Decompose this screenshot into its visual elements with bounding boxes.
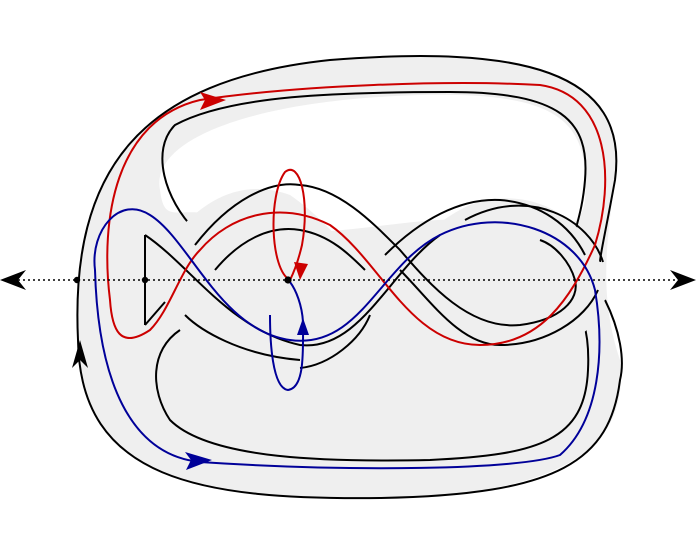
blue-arrow-icon [185,452,212,470]
axis-point-left [73,276,81,284]
twist-edge-e [384,198,586,256]
twist-edge-d [214,228,366,271]
right-arrow-icon [670,270,696,290]
twist-edge-b2 [184,314,301,361]
twist-edge-b [144,301,166,326]
outer-band-inner-edge-top [161,90,587,233]
twist-edge-a [144,234,441,347]
twist-edge-c [194,183,577,327]
axis-point-center [284,276,292,284]
twist-edge-g [399,269,599,347]
left-arrow-icon [0,270,26,290]
twist-band-fill [145,189,606,356]
blue-oriented-curve [93,208,601,470]
black-arrow-icon [72,340,88,368]
red-arrow-icon [200,92,226,110]
twist-edge-a2 [464,204,604,263]
red-small-loop [272,168,306,281]
blue-small-loop-arrow-icon [297,318,309,335]
red-small-loop-arrow-icon [294,262,308,280]
outer-band-outer-edge-bottom [77,299,623,500]
twist-edge-f [299,314,371,369]
outer-band-outer-edge [76,55,618,341]
outer-band-inner-edge-bottom [155,299,590,462]
axis-point-mid [141,276,149,284]
blue-small-loop [269,281,305,392]
